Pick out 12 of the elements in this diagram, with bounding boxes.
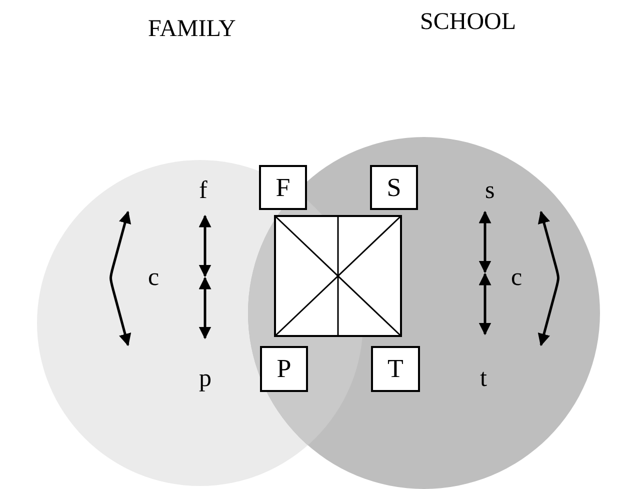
letter-box: T	[371, 346, 420, 392]
letter-label: t	[480, 366, 487, 391]
letter-label: s	[485, 178, 495, 203]
letter-box: S	[370, 165, 418, 210]
letter-box: P	[260, 346, 308, 392]
letter-label: f	[199, 178, 208, 203]
circle-heading: SCHOOL	[420, 9, 516, 36]
letter-label: p	[199, 366, 212, 391]
letter-label: c	[148, 265, 160, 290]
circle-heading: FAMILY	[148, 16, 236, 43]
letter-label: c	[511, 265, 522, 290]
letter-box: F	[259, 165, 307, 210]
